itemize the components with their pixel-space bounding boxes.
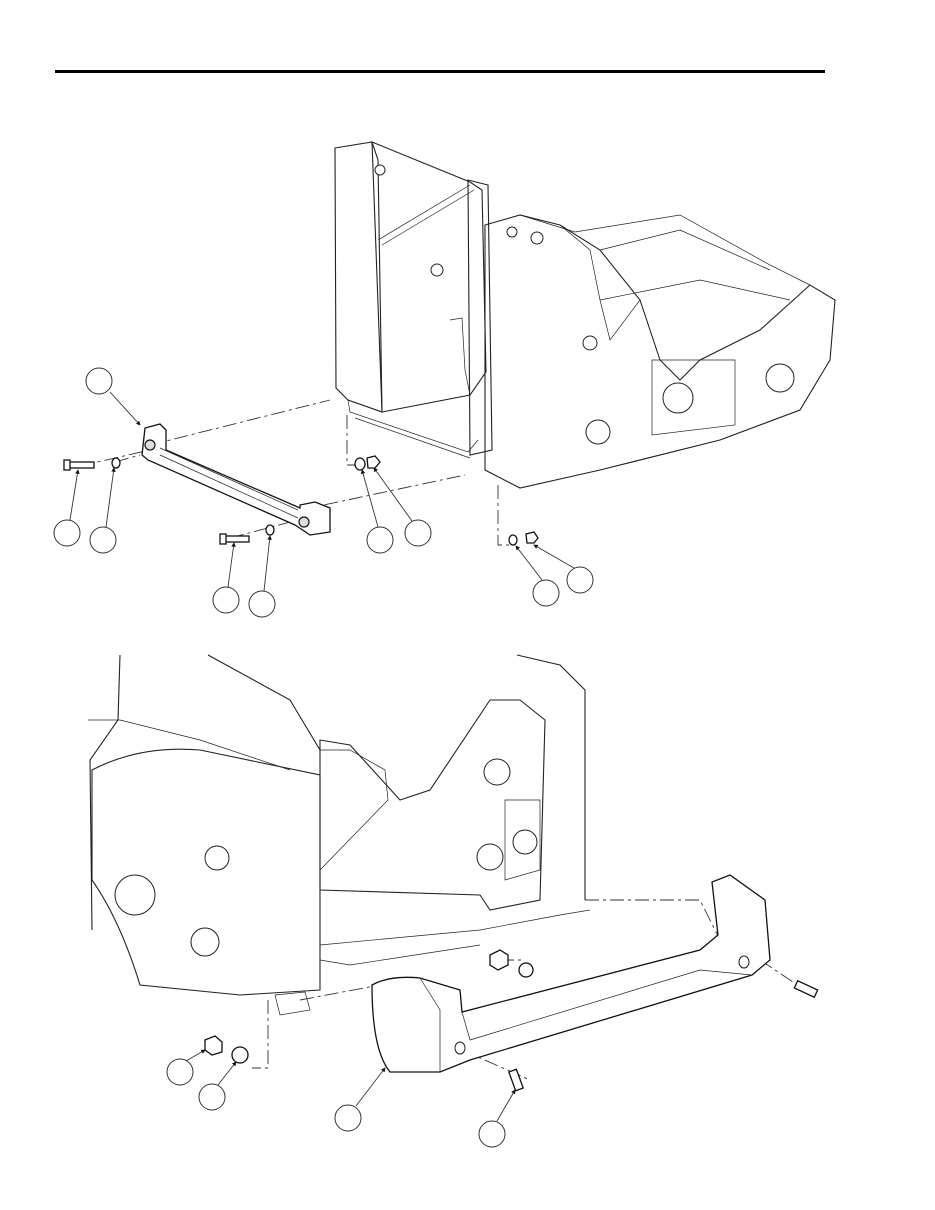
- lower-fasteners: [204, 949, 819, 1092]
- lower-callouts: [166, 1049, 516, 1148]
- upper-callouts: [53, 367, 594, 618]
- callout-circle: [198, 1083, 226, 1111]
- lower-chassis-frame: [88, 654, 591, 1016]
- callout-circle: [89, 526, 117, 554]
- crossbar-part: [141, 423, 331, 536]
- callout-circle: [85, 367, 113, 395]
- callout-circle: [212, 586, 240, 614]
- callout-circle: [248, 590, 276, 618]
- upper-fasteners: [63, 455, 539, 546]
- callout-circle: [166, 1058, 194, 1086]
- header-rule: [55, 70, 825, 73]
- callout-circle: [478, 1120, 506, 1148]
- bolt-icon: [67, 461, 95, 469]
- upper-chassis-frame: [334, 141, 836, 489]
- callout-circle: [532, 579, 560, 607]
- callout-circle: [404, 519, 432, 547]
- callout-circle: [53, 519, 81, 547]
- washer-icon: [111, 457, 121, 469]
- nut-icon: [489, 949, 509, 971]
- counterweight-part: [371, 874, 771, 1073]
- callout-circle: [334, 1104, 362, 1132]
- callout-circle: [566, 566, 594, 594]
- callout-circle: [366, 526, 394, 554]
